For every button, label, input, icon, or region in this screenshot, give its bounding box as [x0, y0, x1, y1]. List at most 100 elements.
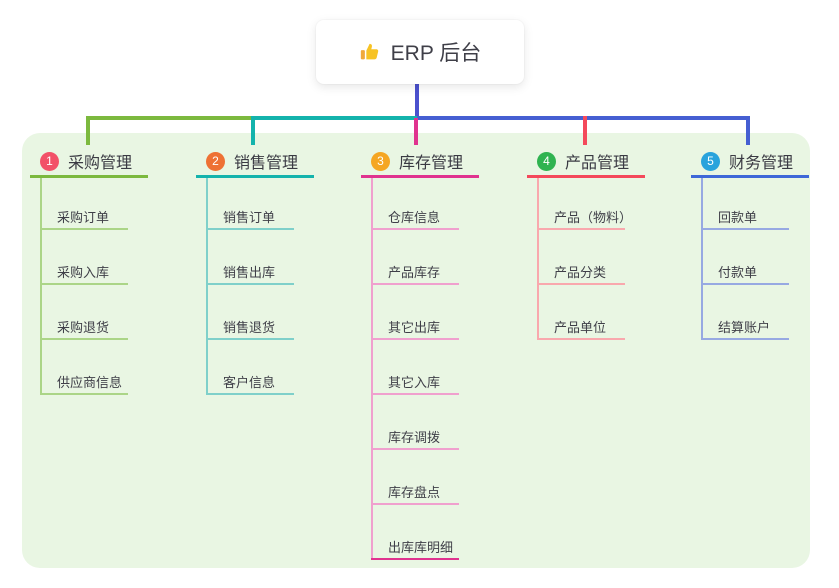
child-node: 产品（物料） — [527, 175, 667, 230]
branch-underline — [527, 175, 645, 178]
child-node: 付款单 — [691, 230, 831, 285]
child-node: 仓库信息 — [361, 175, 501, 230]
connector-branch-2-drop — [251, 116, 255, 145]
child-node-label[interactable]: 回款单 — [718, 210, 758, 225]
branch-trunk-line — [40, 178, 42, 395]
child-connector-line — [206, 393, 294, 395]
branch-title-label: 库存管理 — [399, 155, 464, 172]
child-connector-line — [701, 283, 789, 285]
child-node: 库存调拨 — [361, 395, 501, 450]
branch-number-badge: 3 — [371, 151, 390, 171]
child-connector-line — [371, 338, 459, 340]
branch-underline — [30, 175, 148, 178]
child-connector-line — [537, 228, 625, 230]
child-connector-line — [40, 338, 128, 340]
child-node-label[interactable]: 采购订单 — [57, 210, 110, 225]
child-node: 结算账户 — [691, 285, 831, 340]
branch-trunk-line — [206, 178, 208, 395]
branch-purchase-management: 1 采购管理 采购订单 采购入库 采购退货 供应商信息 — [30, 150, 180, 580]
root-node-label: ERP 后台 — [390, 42, 482, 65]
branch-inventory-management: 3 库存管理 仓库信息 产品库存 其它出库 其它入库 库存调拨 库存盘点 出库库… — [361, 150, 511, 580]
child-node: 客户信息 — [196, 340, 336, 395]
child-node-label[interactable]: 产品单位 — [554, 320, 607, 335]
thumbs-up-icon — [359, 41, 381, 63]
child-node-label[interactable]: 销售订单 — [223, 210, 276, 225]
root-connector-line — [415, 84, 419, 118]
child-connector-line — [371, 448, 459, 450]
child-node: 回款单 — [691, 175, 831, 230]
connector-branch-1-drop — [86, 116, 90, 145]
child-connector-line — [537, 283, 625, 285]
mindmap-background-panel — [22, 133, 810, 568]
child-node-label[interactable]: 销售出库 — [223, 265, 276, 280]
child-node-label[interactable]: 采购退货 — [57, 320, 110, 335]
child-node-label[interactable]: 产品库存 — [388, 265, 441, 280]
child-node-label[interactable]: 客户信息 — [223, 375, 276, 390]
branch-product-management: 4 产品管理 产品（物料） 产品分类 产品单位 — [527, 150, 677, 580]
child-node-label[interactable]: 产品分类 — [554, 265, 607, 280]
child-node-label[interactable]: 采购入库 — [57, 265, 110, 280]
child-node-label[interactable]: 销售退货 — [223, 320, 276, 335]
branch-number-badge: 2 — [206, 151, 225, 171]
connector-branch-2-horizontal — [253, 116, 419, 120]
branch-title-product[interactable]: 4 产品管理 — [527, 150, 629, 172]
child-node-label[interactable]: 结算账户 — [718, 320, 771, 335]
branch-number-badge: 1 — [40, 151, 59, 171]
branch-title-sales[interactable]: 2 销售管理 — [196, 150, 298, 172]
child-connector-line — [701, 228, 789, 230]
child-node: 销售出库 — [196, 230, 336, 285]
connector-branch-5-drop — [746, 116, 750, 145]
branch-finance-management: 5 财务管理 回款单 付款单 结算账户 — [691, 150, 839, 580]
branch-title-label: 产品管理 — [565, 155, 630, 172]
child-node: 采购订单 — [30, 175, 170, 230]
branch-trunk-line — [371, 178, 373, 560]
child-node: 产品库存 — [361, 230, 501, 285]
child-node: 采购退货 — [30, 285, 170, 340]
child-node-label[interactable]: 付款单 — [718, 265, 758, 280]
branch-number-badge: 4 — [537, 151, 556, 171]
branch-title-purchase[interactable]: 1 采购管理 — [30, 150, 132, 172]
child-node-label[interactable]: 其它入库 — [388, 375, 441, 390]
child-node: 销售订单 — [196, 175, 336, 230]
child-connector-line — [206, 228, 294, 230]
child-connector-line — [40, 393, 128, 395]
child-node: 产品单位 — [527, 285, 667, 340]
child-connector-line — [371, 283, 459, 285]
child-connector-line — [371, 558, 459, 560]
connector-branch-3-drop — [414, 118, 418, 145]
child-node: 销售退货 — [196, 285, 336, 340]
child-connector-line — [537, 338, 625, 340]
child-connector-line — [206, 338, 294, 340]
branch-underline — [691, 175, 809, 178]
child-node-label[interactable]: 库存盘点 — [388, 485, 441, 500]
child-connector-line — [40, 283, 128, 285]
child-connector-line — [40, 228, 128, 230]
branch-number-badge: 5 — [701, 151, 720, 171]
branch-trunk-line — [537, 178, 539, 340]
child-node: 采购入库 — [30, 230, 170, 285]
child-node-label[interactable]: 库存调拨 — [388, 430, 441, 445]
branch-trunk-line — [701, 178, 703, 340]
child-node-label[interactable]: 供应商信息 — [57, 375, 123, 390]
child-connector-line — [371, 503, 459, 505]
child-connector-line — [206, 283, 294, 285]
branch-title-label: 销售管理 — [234, 155, 299, 172]
branch-sales-management: 2 销售管理 销售订单 销售出库 销售退货 客户信息 — [196, 150, 346, 580]
child-node-label[interactable]: 仓库信息 — [388, 210, 441, 225]
child-node-label[interactable]: 其它出库 — [388, 320, 441, 335]
child-node: 产品分类 — [527, 230, 667, 285]
child-node: 供应商信息 — [30, 340, 170, 395]
child-connector-line — [371, 228, 459, 230]
child-node-label[interactable]: 产品（物料） — [554, 210, 633, 225]
branch-underline — [361, 175, 479, 178]
branch-underline — [196, 175, 314, 178]
child-node-label[interactable]: 出库库明细 — [388, 540, 454, 555]
child-node: 出库库明细 — [361, 505, 501, 560]
branch-title-inventory[interactable]: 3 库存管理 — [361, 150, 463, 172]
branch-title-label: 采购管理 — [68, 155, 133, 172]
connector-branch-1-horizontal — [86, 116, 255, 120]
branch-title-finance[interactable]: 5 财务管理 — [691, 150, 793, 172]
child-connector-line — [371, 393, 459, 395]
root-node-erp-backend[interactable]: ERP 后台 — [316, 20, 524, 84]
child-node: 其它入库 — [361, 340, 501, 395]
